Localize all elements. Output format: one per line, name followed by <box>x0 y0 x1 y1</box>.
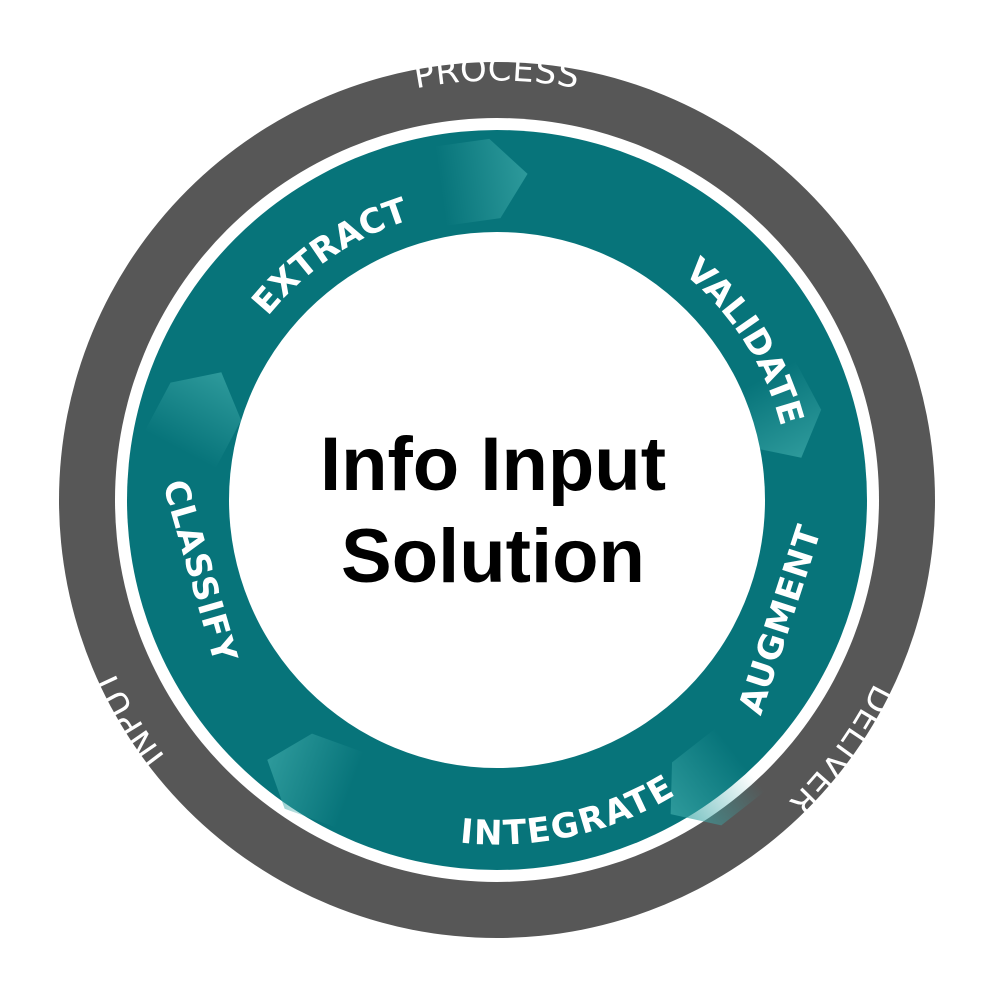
center-title-line-1: Info Input <box>320 422 666 507</box>
chevron-top <box>434 138 528 226</box>
arrow-input-icon <box>178 816 767 946</box>
chevron-highlights <box>144 138 822 828</box>
arrow-deliver-icon <box>665 89 944 642</box>
outer-label-process: PROCESS <box>411 49 583 97</box>
chevron-bottom-right <box>670 728 765 826</box>
chevron-left <box>144 372 242 469</box>
arrow-process-icon <box>45 69 358 611</box>
center-title-line-2: Solution <box>341 514 645 599</box>
chevron-bottom-left <box>267 733 364 828</box>
center-disc <box>229 232 765 768</box>
